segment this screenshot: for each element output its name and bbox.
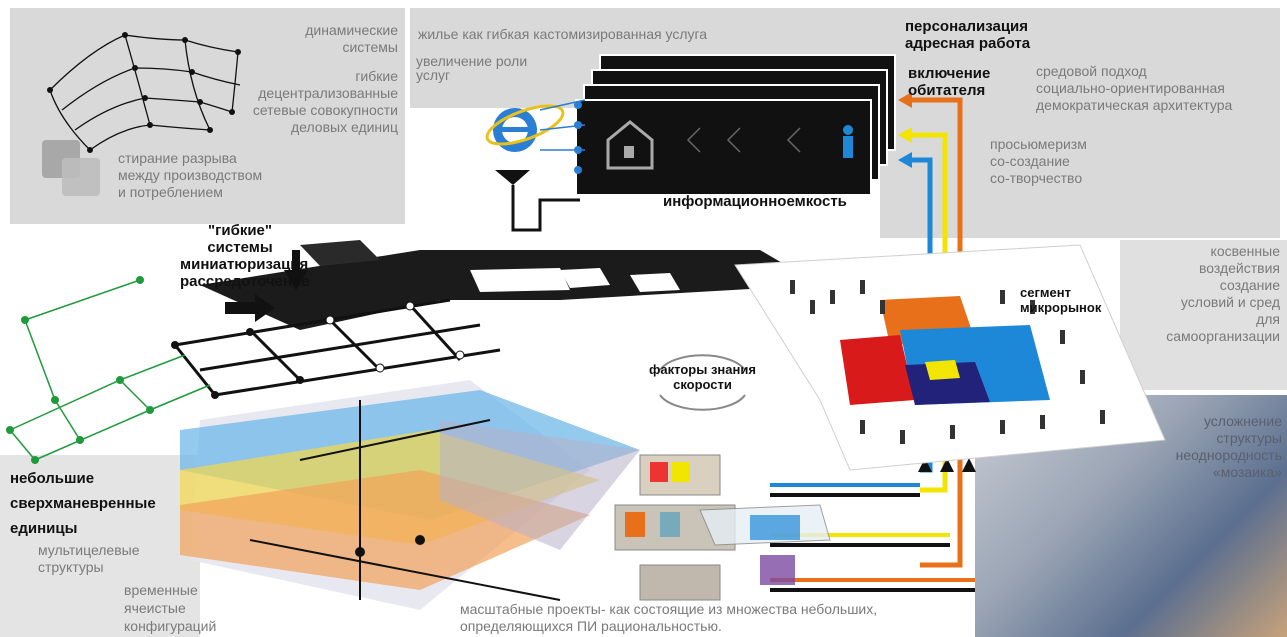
arrow-down-icon (284, 250, 308, 290)
mini-modules (614, 454, 831, 601)
white-strip (470, 268, 570, 292)
checker-a (300, 240, 380, 266)
flexible-networks-label: гибкие децентрализованные сетевые совоку… (252, 68, 398, 135)
temporary-label: временные ячеистые конфигураций (124, 582, 217, 634)
factors-label: факторы знания скорости (649, 362, 756, 392)
checker-c (630, 273, 680, 292)
flexible-systems-label: "гибкие" системы миниатюризация рассредо… (180, 222, 310, 290)
dynamic-systems-label: динамические системы (305, 22, 398, 55)
left-bottom-panel (0, 455, 200, 637)
funnel (495, 170, 530, 185)
person-icon (843, 125, 853, 158)
arrow-right-icon (225, 294, 275, 322)
market-navy (905, 362, 990, 405)
house-icon (606, 120, 654, 170)
monitor-stack (575, 54, 896, 196)
right-mid-panel (1120, 240, 1287, 390)
indirect-label: косвенные воздействия создание условий и… (1166, 243, 1280, 344)
arrow-icon (686, 127, 801, 153)
grey-square-front (62, 158, 100, 196)
market-red (840, 335, 915, 405)
services-role-label: увеличение роли услуг (416, 53, 528, 83)
segment-label: сегмент микрорынок (1020, 285, 1102, 315)
crowd-figures (790, 280, 1105, 444)
large-projects-label: масштабные проекты- как состоящие из мно… (460, 601, 878, 634)
black-grid (173, 298, 501, 397)
info-capacity-label: информационноемкость (663, 193, 847, 210)
pyramid-shade-right (440, 420, 640, 550)
market-yellow (925, 360, 960, 380)
multi-purpose-label: мультицелевые структуры (38, 542, 140, 575)
pyramid-axes (249, 400, 561, 601)
inclusion-label: включение обитателя (908, 65, 991, 99)
ie-logo-icon (485, 104, 565, 152)
small-units-label: небольшие сверхманевренные единицы (10, 470, 156, 537)
complex-structure-label: усложнение структуры неоднородность «моз… (1175, 413, 1282, 480)
feedback-arrowheads (898, 92, 912, 168)
personalization-label: персонализация адресная работа (905, 18, 1031, 52)
triangle-markers (918, 458, 976, 472)
housing-service-label: жилье как гибкая кастомизированная услуг… (418, 26, 708, 42)
approach-label: средовой подход социально-ориентированна… (1036, 63, 1233, 113)
green-grid-dots (6, 276, 154, 464)
black-grid-dots (171, 301, 465, 399)
gap-label: стирание разрыва между производством и п… (118, 150, 263, 200)
checker-b (560, 268, 610, 288)
prosumer-label: просьюмеризм со-создание со-творчество (990, 136, 1087, 186)
cycle-arrows-icon (659, 354, 746, 411)
